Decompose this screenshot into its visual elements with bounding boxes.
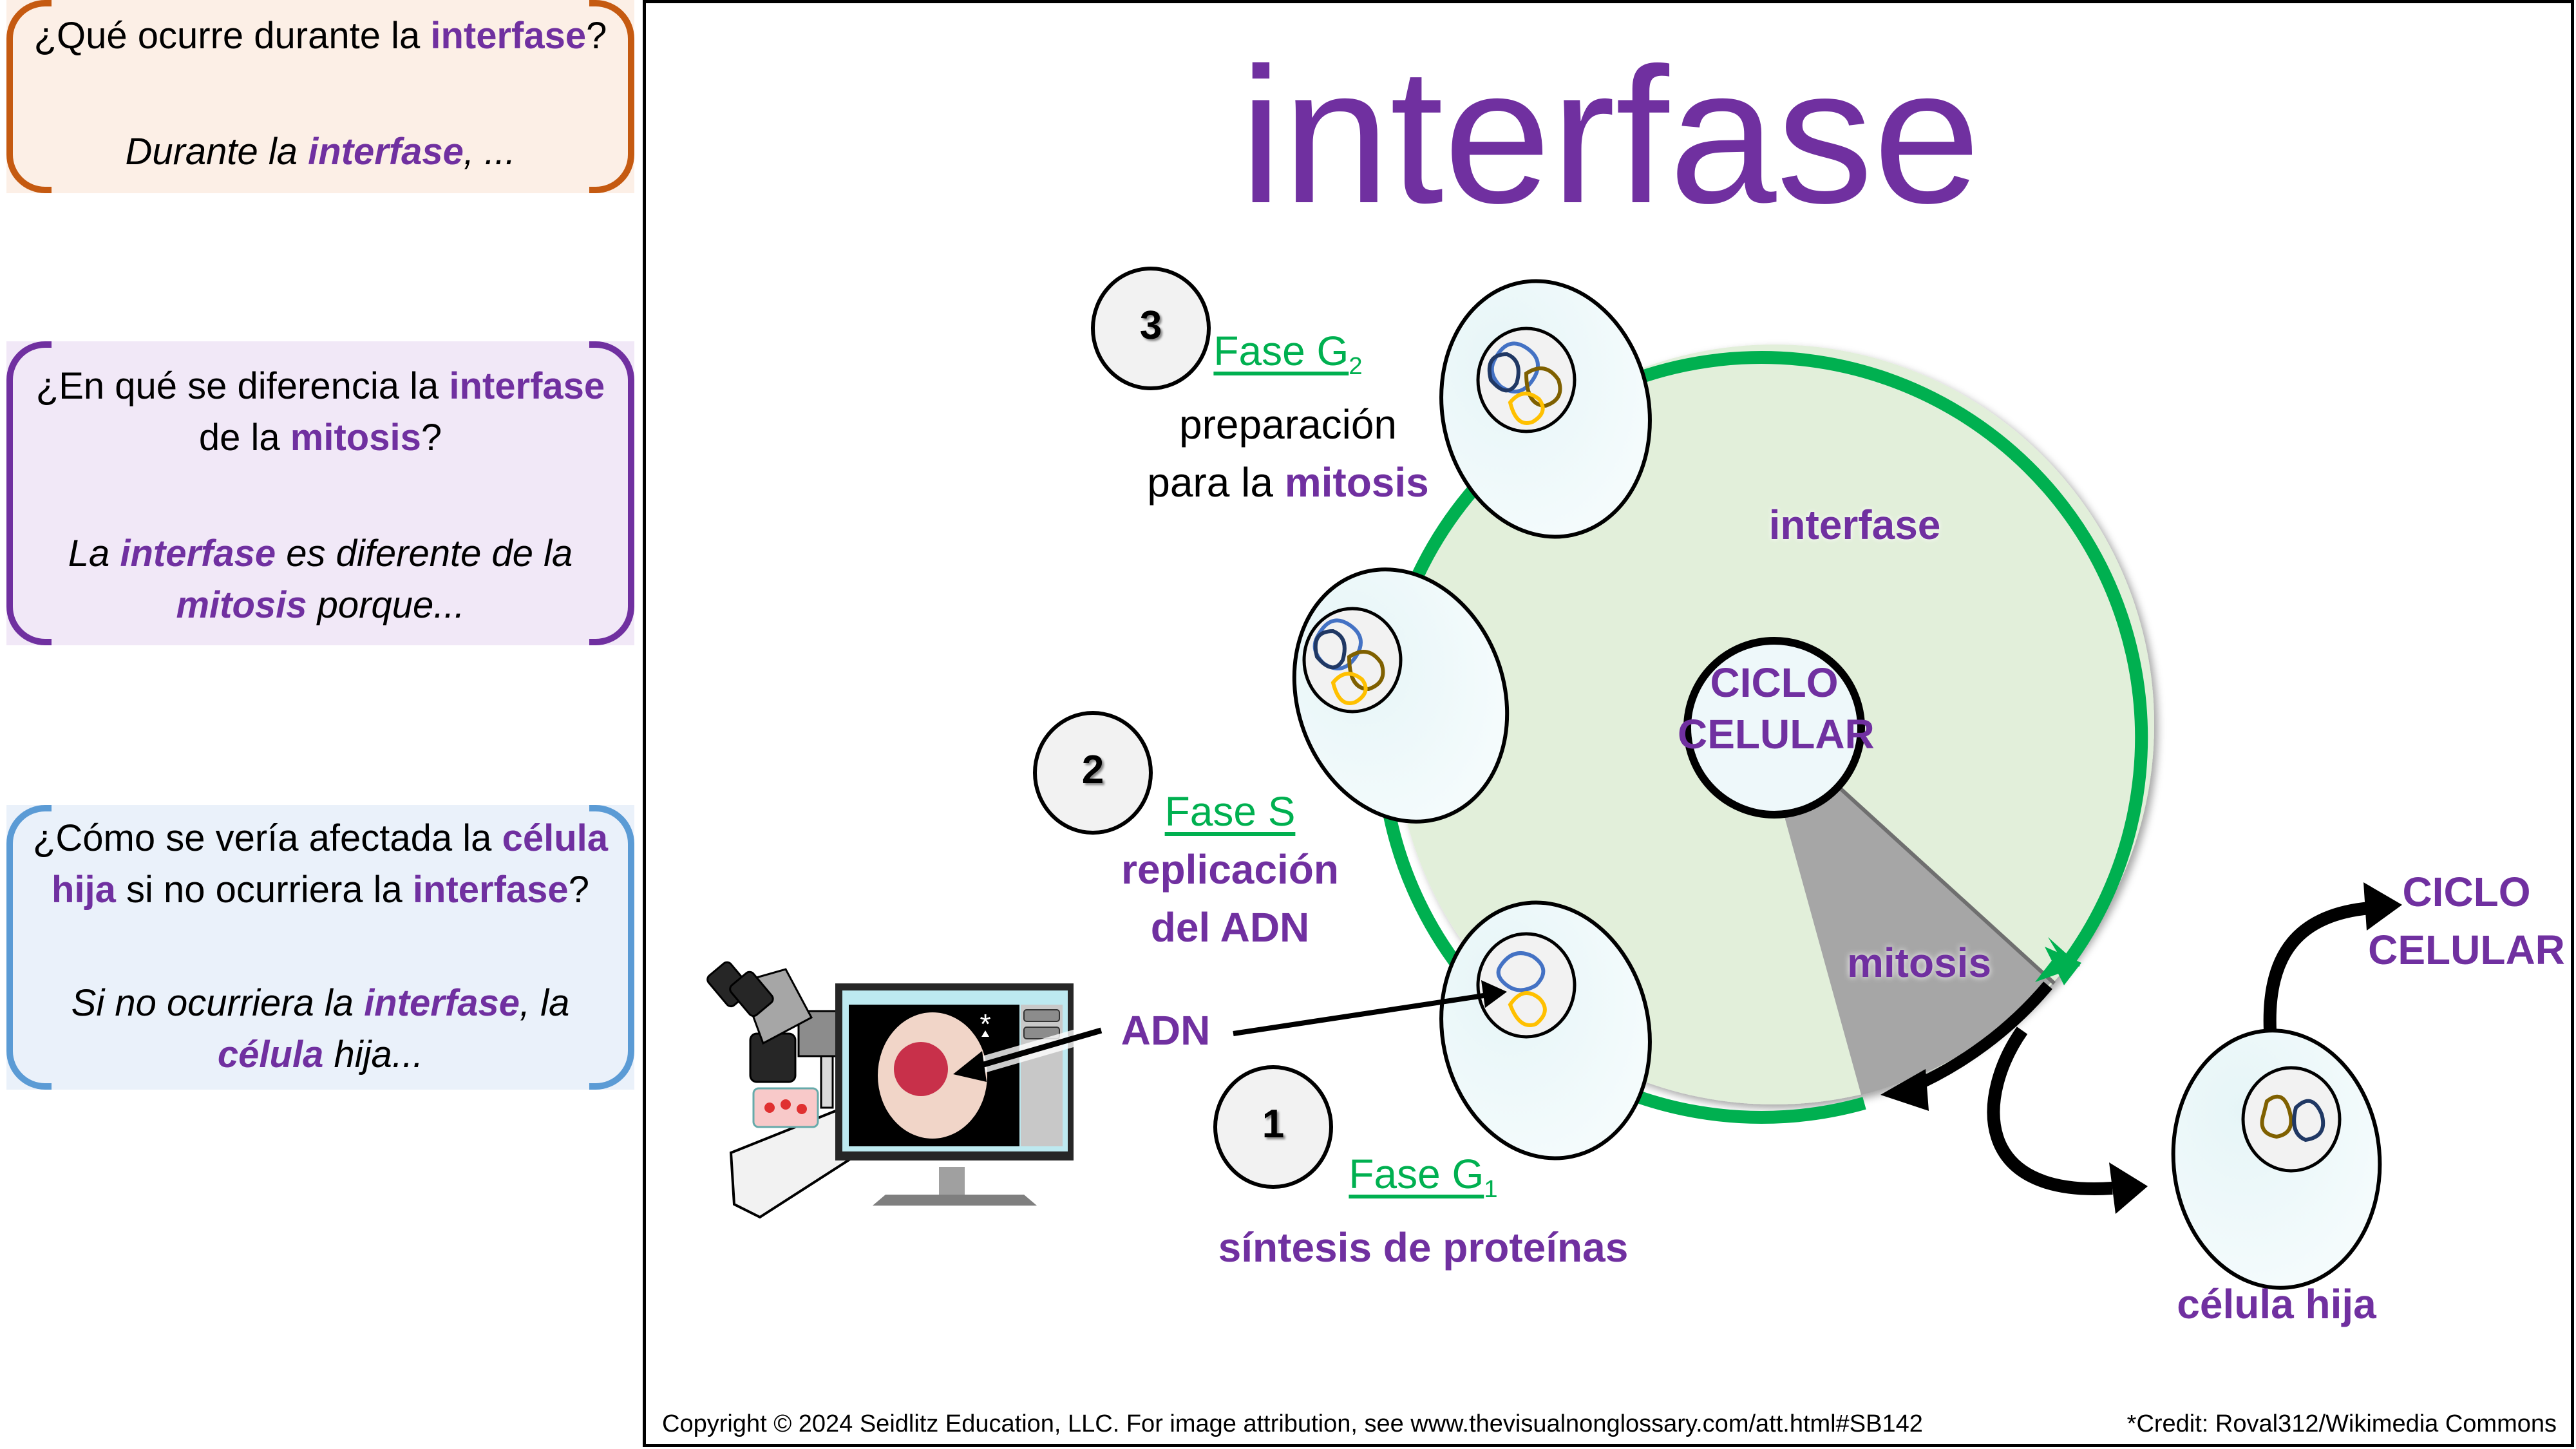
- cell-cycle-center: [1683, 637, 1865, 819]
- highlighted-term: célula: [217, 1034, 324, 1075]
- diagram-frame: [643, 0, 2574, 1447]
- highlighted-term: interfase: [364, 982, 520, 1024]
- daughter-cell: [2171, 1028, 2382, 1290]
- prompt-text: hija...: [323, 1034, 424, 1075]
- highlighted-term: interfase: [120, 533, 276, 574]
- step-number-1: 1: [1262, 1102, 1285, 1146]
- prompt-text: ¿En qué se diferencia la: [35, 365, 450, 407]
- daughter-cell-label: célula hija: [2177, 1281, 2376, 1327]
- highlighted-term: interfase: [449, 365, 605, 407]
- step-number-2: 2: [1081, 748, 1104, 792]
- prompt-text: ?: [421, 417, 442, 459]
- prompt-text: de la: [198, 417, 290, 459]
- image-credit: *Credit: Roval312/Wikimedia Commons: [2126, 1410, 2557, 1437]
- to-daughter-arrow: [1987, 1027, 2113, 1195]
- green-arrowhead-tip: [2045, 947, 2081, 985]
- phase-g1-label: Fase G1 síntesis de proteínas: [1166, 1145, 1681, 1276]
- prompt-question: ¿Cómo se vería afectada la célula hija s…: [32, 813, 609, 916]
- prompt-text: porque...: [307, 584, 465, 626]
- phase-s-name: Fase S: [1164, 788, 1296, 835]
- black-arrowhead: [1880, 1069, 1929, 1111]
- adn-arrow-to-monitor-head: [953, 1051, 987, 1082]
- prompt-card-interfase: ¿Qué ocurre durante la interfase? Durant…: [6, 0, 634, 193]
- highlighted-term: interfase: [412, 869, 569, 911]
- adn-arrow-to-monitor-line: [971, 1027, 1103, 1071]
- cell-g2: [1439, 279, 1652, 539]
- prompt-text: ¿Cómo se vería afectada la: [32, 817, 502, 859]
- prompt-text: ¿Qué ocurre durante la: [33, 15, 431, 57]
- to-next-cycle-arrowhead: [2363, 882, 2402, 931]
- prompt-card-daughter-cell: ¿Cómo se vería afectada la célula hija s…: [6, 805, 634, 1090]
- mitosis-arc-arrow: [1907, 981, 2052, 1094]
- microscope-asterisk: *: [980, 1009, 990, 1040]
- prompt-sentence-stem: Si no ocurriera la interfase, la célula …: [32, 978, 609, 1081]
- step-number-3: 3: [1139, 303, 1162, 348]
- prompt-text: Durante la: [125, 131, 308, 173]
- phase-g2-desc-1: preparación: [1179, 401, 1397, 448]
- monitor-icon: [835, 983, 1074, 1206]
- highlighted-term: célula hija: [52, 817, 608, 911]
- highlighted-term: mitosis: [290, 417, 421, 459]
- phase-g2-label: Fase G2 preparación para la mitosis: [1095, 322, 1481, 511]
- prompt-text: ?: [568, 869, 589, 911]
- step-3-badge: [1091, 267, 1211, 390]
- prompt-card-difference: ¿En qué se diferencia la interfase de la…: [6, 341, 634, 645]
- prompt-text: si no ocurriera la: [115, 869, 413, 911]
- to-daughter-arrowhead: [2109, 1162, 2148, 1214]
- microscope-icon: [706, 961, 852, 1219]
- prompt-text: La: [68, 533, 120, 574]
- highlighted-term: mitosis: [176, 584, 307, 626]
- mitosis-wedge-edge: [1837, 785, 2056, 985]
- adn-label: ADN: [1121, 1007, 1211, 1054]
- interfase-region-label: interfase: [1768, 502, 1941, 548]
- highlighted-term: interfase: [430, 15, 587, 57]
- step-1-badge: [1213, 1065, 1333, 1189]
- cell-g1: [1439, 900, 1652, 1160]
- step-2-badge: [1033, 711, 1153, 835]
- copyright-notice: Copyright © 2024 Seidlitz Education, LLC…: [662, 1410, 1923, 1437]
- cell-s: [1292, 567, 1510, 824]
- phase-g1-desc: síntesis de proteínas: [1218, 1224, 1629, 1271]
- prompt-text: , la: [519, 982, 570, 1024]
- page-title: interfase: [1239, 27, 1981, 243]
- phase-g2-name: Fase G2: [1213, 328, 1363, 380]
- prompt-sentence-stem: La interfase es diferente de la mitosis …: [32, 528, 609, 631]
- phase-s-desc-1: replicación: [1121, 846, 1339, 893]
- prompt-question: ¿Qué ocurre durante la interfase?: [32, 10, 609, 62]
- prompt-question: ¿En qué se diferencia la interfase de la…: [32, 361, 609, 464]
- cell-cycle-center-label: CICLO CELULAR: [1678, 659, 1875, 757]
- mitosis-wedge: [1784, 786, 2051, 1095]
- prompt-text: es diferente de la: [276, 533, 573, 574]
- phase-s-label: Fase S replicación del ADN: [1037, 782, 1423, 956]
- adn-arrow-to-cell-head: [1481, 980, 1507, 1008]
- prompt-sentence-stem: Durante la interfase, ...: [32, 126, 609, 178]
- phase-g1-name: Fase G1: [1349, 1151, 1498, 1203]
- phase-g2-desc-2: para la mitosis: [1147, 459, 1429, 506]
- prompt-text: Si no ocurriera la: [71, 982, 365, 1024]
- adn-arrow-to-cell: [1233, 992, 1488, 1036]
- prompt-text: ?: [586, 15, 607, 57]
- next-cycle-label: CICLO CELULAR: [2368, 869, 2565, 973]
- phase-s-desc-2: del ADN: [1150, 904, 1310, 951]
- prompt-text: , ...: [463, 131, 516, 173]
- mitosis-label: mitosis: [1846, 940, 1992, 986]
- highlighted-term: interfase: [308, 131, 464, 173]
- to-next-cycle-arrow: [2263, 902, 2371, 1031]
